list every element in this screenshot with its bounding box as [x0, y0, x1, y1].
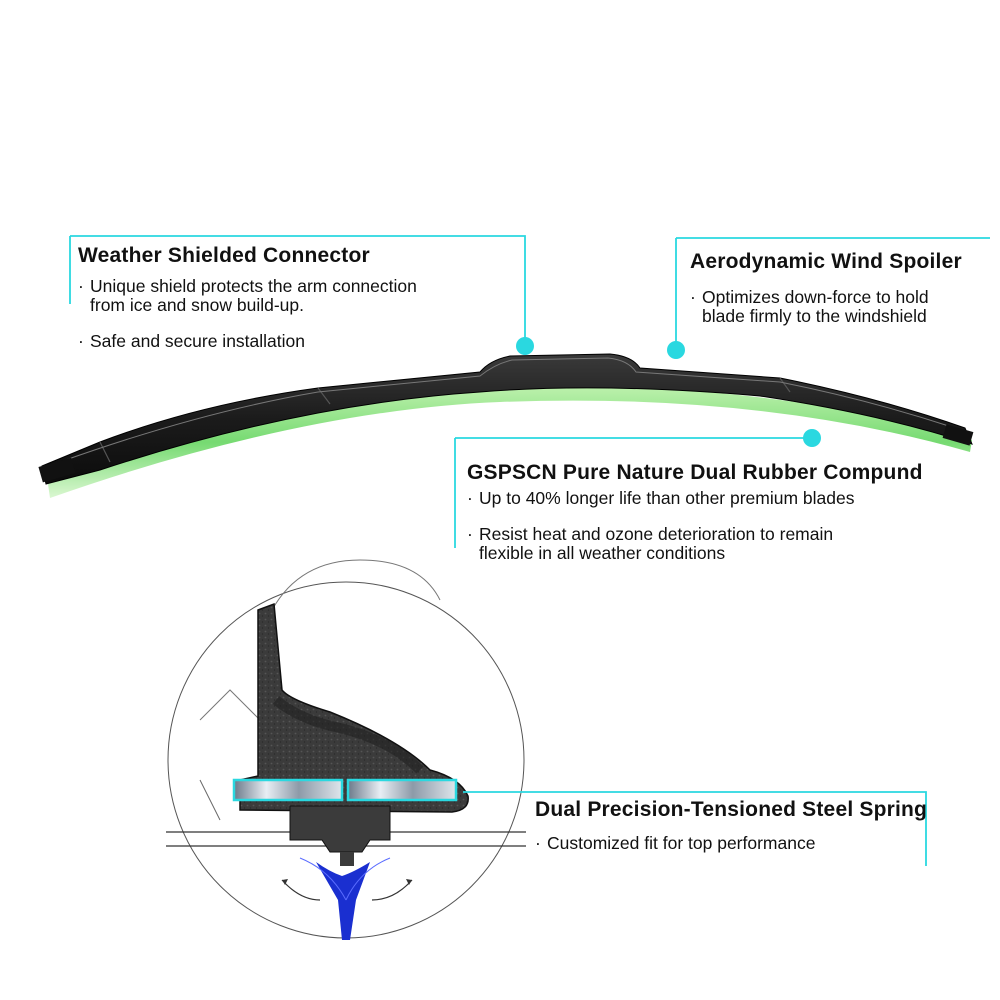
spoiler-callout: Aerodynamic Wind Spoiler ·Optimizes down… — [690, 250, 962, 326]
rubber-callout: GSPSCN Pure Nature Dual Rubber Compund ·… — [467, 461, 923, 563]
spoiler-title: Aerodynamic Wind Spoiler — [690, 250, 962, 273]
spring-title: Dual Precision-Tensioned Steel Spring — [535, 798, 928, 821]
connector-bullet-1: ·Unique shield protects the arm connecti… — [78, 276, 417, 315]
rubber-bullet-1: ·Up to 40% longer life than other premiu… — [467, 488, 855, 508]
rubber-marker — [803, 429, 821, 447]
connector-title: Weather Shielded Connector — [78, 244, 370, 267]
wiper-blade — [38, 353, 974, 498]
connector-callout: Weather Shielded Connector ·Unique shiel… — [78, 244, 417, 351]
rubber-title: GSPSCN Pure Nature Dual Rubber Compund — [467, 461, 923, 484]
spring-bullet-1: ·Customized fit for top performance — [535, 833, 816, 853]
spoiler-bullet-1: ·Optimizes down-force to hold blade firm… — [690, 287, 929, 326]
callout-leaders — [70, 235, 990, 866]
connector-bullet-2: ·Safe and secure installation — [78, 331, 305, 351]
rubber-bullet-2: ·Resist heat and ozone deterioration to … — [467, 524, 834, 563]
spoiler-marker — [667, 341, 685, 359]
cross-section-diagram — [166, 559, 526, 940]
spring-callout: Dual Precision-Tensioned Steel Spring ·C… — [535, 798, 927, 853]
connector-marker — [516, 337, 534, 355]
